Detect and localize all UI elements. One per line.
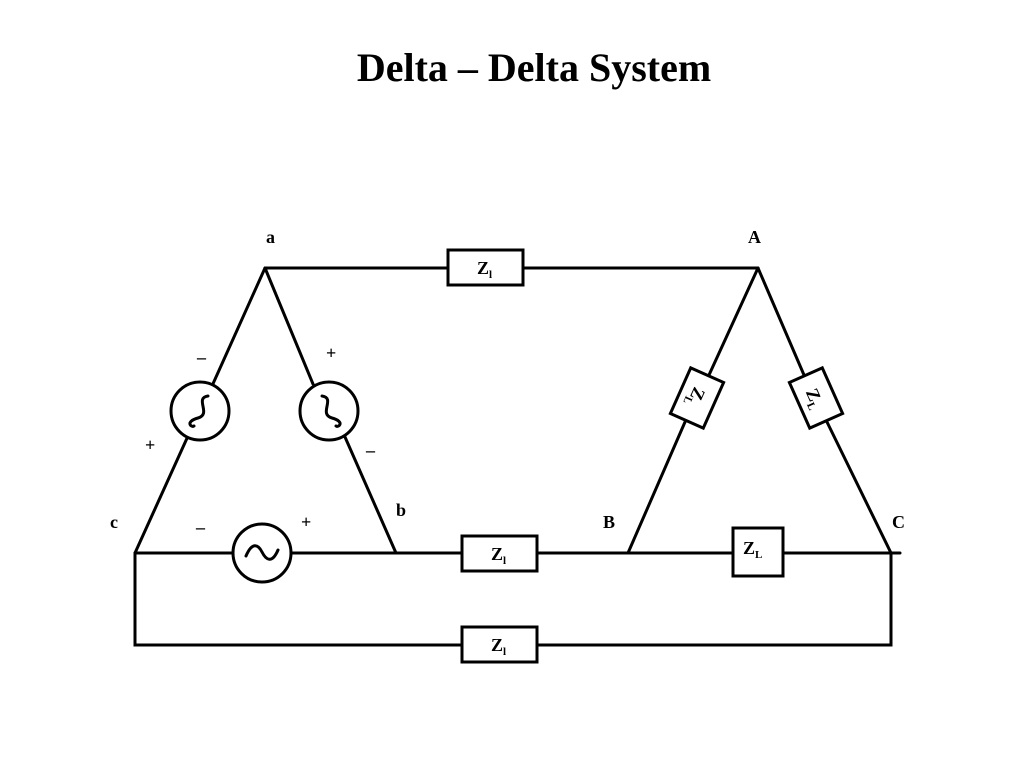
line-impedance-b: Zl bbox=[460, 534, 539, 573]
source-wire-a-b-lower bbox=[343, 435, 398, 555]
load-wire-A-B-upper bbox=[707, 266, 760, 377]
polarity-plus-ca: + bbox=[145, 435, 155, 455]
svg-text:Zl: Zl bbox=[491, 635, 506, 658]
polarity-minus-ca: – bbox=[196, 347, 207, 367]
polarity-minus-cb: – bbox=[195, 517, 206, 537]
node-label-B: B bbox=[603, 512, 615, 532]
svg-text:ZL: ZL bbox=[680, 383, 709, 410]
svg-text:Zl: Zl bbox=[491, 544, 506, 567]
line-impedance-a: Zl bbox=[446, 248, 525, 287]
node-label-a: a bbox=[266, 227, 275, 247]
svg-text:Zl: Zl bbox=[477, 258, 492, 281]
polarity-minus-ab: – bbox=[365, 440, 376, 460]
line-wire-c-C-right bbox=[535, 551, 893, 647]
line-impedance-c: Zl bbox=[460, 625, 539, 664]
load-wire-A-B-lower bbox=[626, 420, 687, 555]
line-wire-c-C-left bbox=[133, 551, 464, 647]
ac-source-ab bbox=[298, 380, 360, 442]
load-wire-A-C-lower bbox=[825, 420, 893, 555]
svg-text:ZL: ZL bbox=[743, 538, 762, 561]
load-impedance-AB: ZL bbox=[668, 365, 726, 431]
polarity-plus-ab: + bbox=[326, 343, 336, 363]
load-impedance-AC: ZL bbox=[787, 365, 845, 431]
source-wire-a-c-lower bbox=[133, 434, 190, 555]
node-label-C: C bbox=[892, 512, 905, 532]
node-label-c: c bbox=[110, 512, 118, 532]
polarity-plus-cb: + bbox=[301, 512, 311, 532]
ac-source-ca bbox=[169, 380, 231, 442]
load-impedance-BC: ZL bbox=[731, 526, 785, 578]
node-label-A: A bbox=[748, 227, 761, 247]
page-title: Delta – Delta System bbox=[356, 45, 712, 90]
source-wire-a-c-upper bbox=[210, 266, 267, 388]
load-wire-A-C-upper bbox=[756, 266, 806, 377]
source-wire-a-b-upper bbox=[263, 266, 315, 386]
ac-source-cb bbox=[231, 522, 293, 584]
node-label-b: b bbox=[396, 500, 406, 520]
